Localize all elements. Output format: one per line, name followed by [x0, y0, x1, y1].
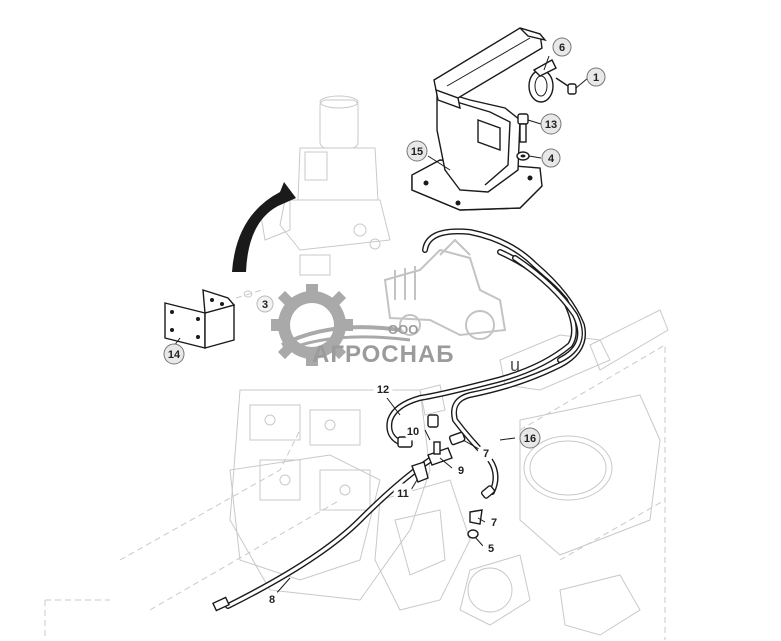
clamp-part-6 — [528, 59, 557, 103]
svg-text:7: 7 — [491, 517, 497, 529]
callout-5: 5 — [482, 539, 500, 557]
callout-7b: 7 — [485, 513, 503, 531]
watermark-name: АГРОСНАБ — [312, 341, 455, 368]
callouts: 1 3 4 5 6 7 7 8 — [163, 37, 606, 608]
watermark-suffix: u — [510, 355, 520, 375]
pedestal-part-15 — [411, 27, 547, 211]
ghost-chassis — [44, 95, 669, 640]
watermark-prefix: ООО — [388, 322, 418, 337]
direction-arrow — [232, 182, 296, 272]
svg-text:5: 5 — [488, 543, 494, 555]
svg-text:3: 3 — [262, 299, 268, 311]
callout-11: 11 — [393, 483, 413, 503]
callout-16: 16 — [519, 427, 541, 449]
fitting-top — [427, 414, 439, 428]
callout-10: 10 — [403, 421, 423, 441]
fitting-part-10 — [397, 436, 413, 448]
callout-14: 14 — [163, 343, 185, 365]
fitting-part-11 — [411, 461, 429, 483]
bracket-part-14 — [164, 289, 263, 349]
callout-8: 8 — [263, 590, 281, 608]
callout-4: 4 — [541, 148, 561, 168]
svg-text:7: 7 — [483, 448, 489, 460]
fitting-part-7b — [469, 509, 483, 525]
svg-text:15: 15 — [411, 146, 423, 158]
callout-3: 3 — [256, 295, 274, 313]
callout-9: 9 — [452, 461, 470, 479]
gear-icon — [271, 284, 411, 366]
svg-text:10: 10 — [407, 426, 419, 438]
svg-text:12: 12 — [377, 384, 389, 396]
screw-part-1 — [555, 77, 577, 95]
hose-assembly-16 — [386, 228, 586, 495]
fitting-part-9 — [427, 441, 453, 466]
svg-text:14: 14 — [168, 349, 181, 361]
washer-part-4 — [516, 151, 530, 161]
callout-6: 6 — [552, 37, 572, 57]
fitting-part-7a — [448, 431, 466, 446]
svg-text:11: 11 — [397, 488, 409, 500]
nut-part-5 — [467, 529, 479, 539]
svg-text:4: 4 — [548, 153, 555, 165]
bolt-part-13 — [517, 113, 529, 143]
callout-15: 15 — [406, 140, 428, 162]
hose-part-8 — [212, 457, 433, 612]
harvester-icon — [383, 238, 507, 340]
callout-13: 13 — [540, 113, 562, 135]
svg-text:9: 9 — [458, 465, 464, 477]
svg-text:6: 6 — [559, 42, 565, 54]
callout-1: 1 — [586, 67, 606, 87]
watermark-logo: ООО АГРОСНАБ u — [271, 238, 520, 375]
svg-text:13: 13 — [545, 119, 557, 131]
callout-7a: 7 — [477, 444, 495, 462]
leader-lines — [173, 55, 589, 597]
fitting-hose-end — [480, 485, 496, 499]
svg-text:1: 1 — [593, 72, 599, 84]
callout-12: 12 — [373, 379, 393, 399]
svg-text:16: 16 — [524, 433, 536, 445]
svg-text:8: 8 — [269, 594, 275, 606]
